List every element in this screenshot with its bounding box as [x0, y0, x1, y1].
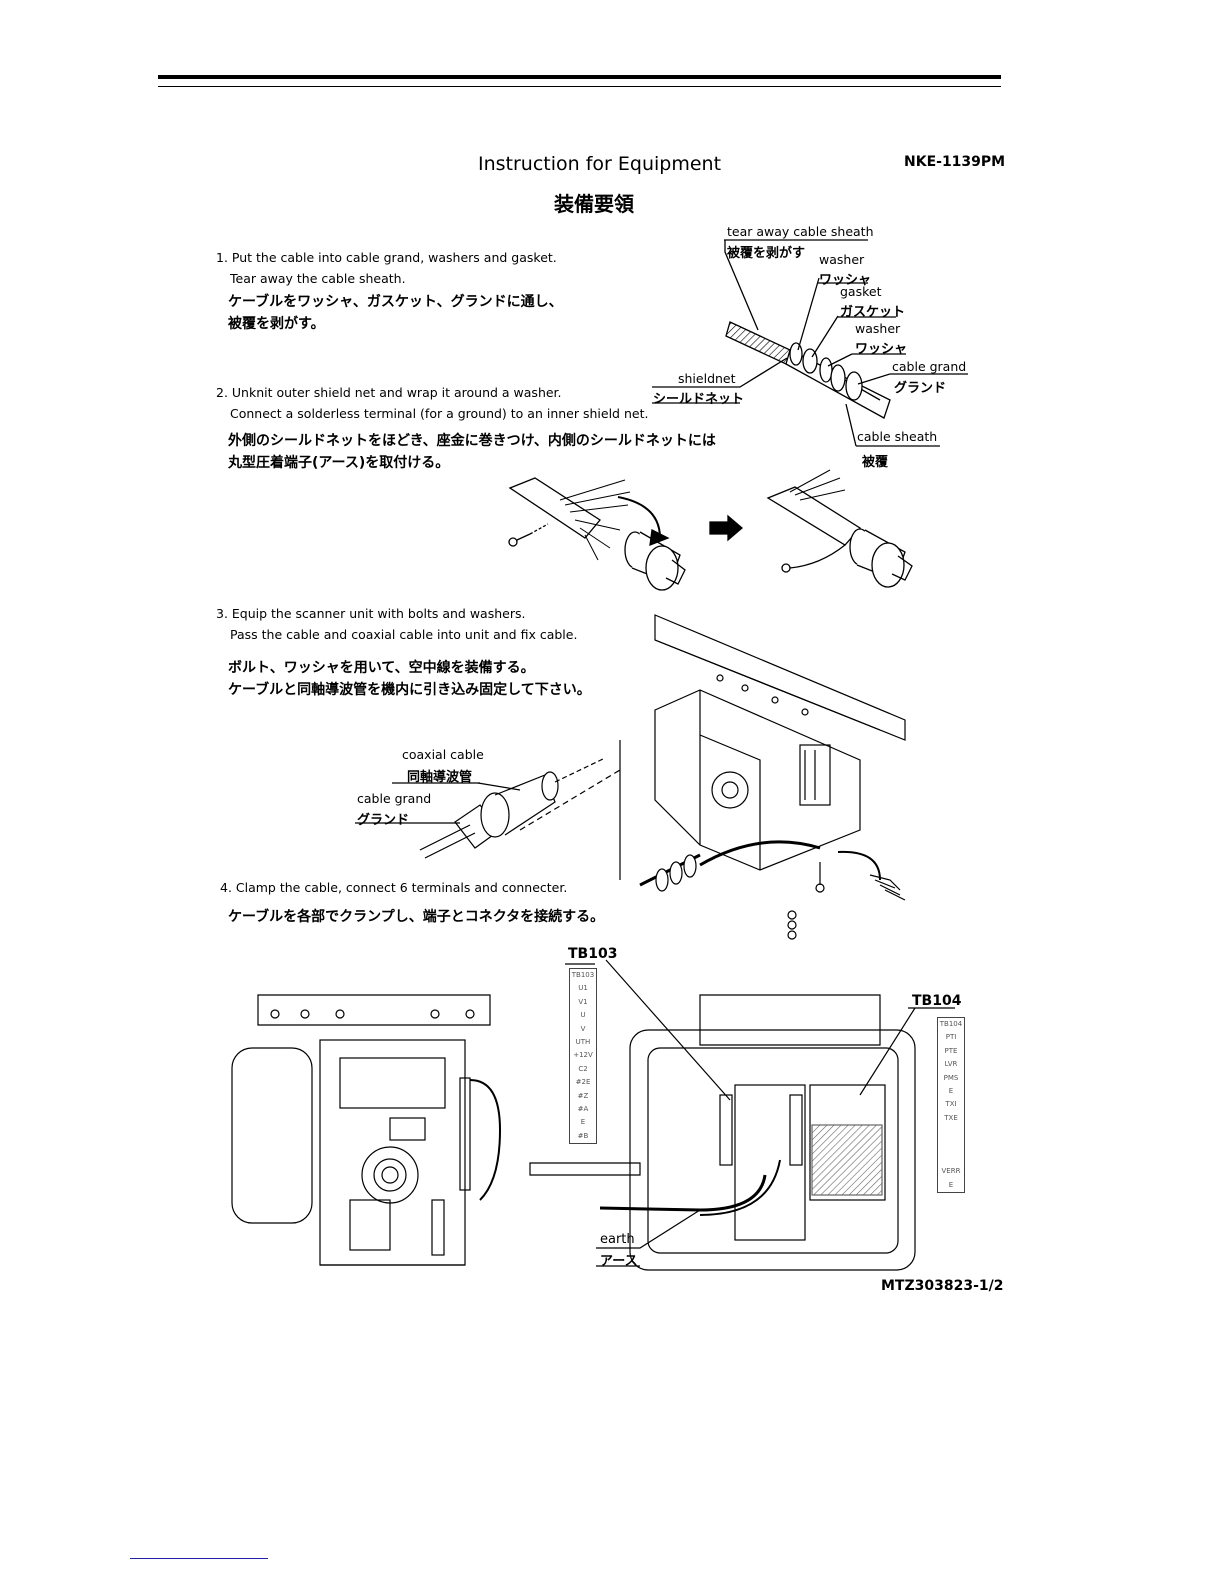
callout-cable-grand-2-jp: グランド: [357, 813, 410, 828]
tb103-row: U: [580, 1011, 586, 1020]
tb104-row: TXE: [944, 1113, 958, 1122]
tb104-row: E: [948, 1086, 954, 1095]
tb103-row: TB103: [571, 971, 595, 979]
callout-washer-1-en: washer: [819, 252, 865, 267]
shield-net-drawing: [508, 469, 913, 591]
drawing-number: MTZ303823-1/2: [881, 1278, 1004, 1294]
tb103-row: #A: [577, 1104, 589, 1113]
scanner-unit-drawing: [519, 614, 906, 940]
tb104-row: TB104: [939, 1020, 963, 1028]
page-title-jp: 装備要領: [554, 192, 634, 216]
tb103-row: +12V: [573, 1051, 593, 1060]
callout-cable-grand-en: cable grand: [892, 359, 967, 374]
step-1-jp-line-2: 被覆を剥がす。: [228, 316, 325, 332]
tb104-row: E: [948, 1180, 954, 1189]
unit-inside-view-drawing: [529, 959, 955, 1271]
tb104-row: PMS: [943, 1073, 959, 1082]
tb104-row: VERR: [941, 1167, 961, 1176]
step-1-jp-line-1: ケーブルをワッシャ、ガスケット、グランドに通し、: [228, 294, 563, 310]
cable-assembly-drawing: [652, 239, 968, 447]
header-rule-thin: [158, 86, 1001, 87]
tb103-label: TB103: [568, 946, 618, 962]
tb103-terminal-list: TB103 U1 V1 U V UTH +12V C2 #2E #Z #A E …: [569, 968, 597, 1145]
callout-cable-sheath-en: cable sheath: [857, 429, 938, 444]
tb103-row: V1: [578, 997, 588, 1006]
step-3-en-line-2: Pass the cable and coaxial cable into un…: [230, 627, 578, 642]
coaxial-cable-drawing: [355, 757, 606, 859]
callout-washer-2-en: washer: [855, 321, 901, 336]
callout-earth-en: earth: [600, 1232, 635, 1247]
callout-cable-grand-jp: グランド: [894, 381, 947, 396]
callout-tear-away-jp: 被覆を剥がす: [727, 246, 806, 261]
tb103-row: #B: [577, 1131, 589, 1140]
step-2-en-line-1: 2. Unknit outer shield net and wrap it a…: [216, 385, 562, 400]
footnote-separator: [130, 1558, 268, 1559]
step-1: 1. Put the cable into cable grand, washe…: [216, 247, 563, 335]
tb103-row: E: [580, 1118, 586, 1127]
callout-gasket-jp: ガスケット: [840, 305, 906, 320]
callout-washer-1-jp: ワッシャ: [819, 273, 872, 288]
tb103-row: U1: [578, 984, 588, 993]
document-number: NKE-1139PM: [904, 154, 1006, 170]
step-4: 4. Clamp the cable, connect 6 terminals …: [220, 877, 604, 928]
tb103-row: #2E: [575, 1078, 591, 1087]
tb103-row: V: [580, 1024, 586, 1033]
header-rule-thick: [158, 75, 1001, 79]
step-4-en-line-1: 4. Clamp the cable, connect 6 terminals …: [220, 880, 568, 895]
callout-shieldnet-en: shieldnet: [678, 371, 736, 386]
callout-washer-2-jp: ワッシャ: [855, 342, 908, 357]
tb104-row: PTE: [944, 1046, 958, 1055]
callout-gasket-en: gasket: [840, 284, 882, 299]
step-3-jp-line-1: ボルト、ワッシャを用いて、空中線を装備する。: [228, 660, 535, 676]
tb103-row: UTH: [575, 1037, 591, 1046]
step-1-en-line-1: 1. Put the cable into cable grand, washe…: [216, 250, 557, 265]
tb104-row: LVR: [944, 1060, 958, 1069]
callout-coaxial-jp: 同軸導波管: [407, 770, 473, 785]
step-2-jp-line-2: 丸型圧着端子(アース)を取付ける。: [228, 455, 450, 471]
step-4-jp-line-1: ケーブルを各部でクランプし、端子とコネクタを接続する。: [228, 909, 605, 925]
tb103-row: #Z: [577, 1091, 589, 1100]
callout-earth-jp: アース: [600, 1254, 638, 1269]
tb104-row: TXI: [945, 1100, 957, 1109]
unit-front-view-drawing: [231, 994, 502, 1266]
step-2-jp-line-1: 外側のシールドネットをほどき、座金に巻きつけ、内側のシールドネットには: [228, 433, 716, 449]
tb104-label: TB104: [912, 993, 962, 1009]
callout-tear-away-en: tear away cable sheath: [727, 224, 874, 239]
callout-cable-grand-2-en: cable grand: [357, 791, 432, 806]
step-3-jp-line-2: ケーブルと同軸導波管を機内に引き込み固定して下さい。: [228, 682, 591, 698]
step-2: 2. Unknit outer shield net and wrap it a…: [216, 382, 716, 474]
tb104-terminal-list: TB104 PTI PTE LVR PMS E TXI TXE VERR E: [937, 1017, 965, 1194]
step-1-en-line-2: Tear away the cable sheath.: [230, 271, 406, 286]
step-3-en-line-1: 3. Equip the scanner unit with bolts and…: [216, 606, 526, 621]
page-title-en: Instruction for Equipment: [478, 153, 722, 175]
tb103-row: C2: [578, 1064, 588, 1073]
step-2-en-line-2: Connect a solderless terminal (for a gro…: [230, 406, 649, 421]
callout-coaxial-en: coaxial cable: [402, 747, 484, 762]
tb104-row: PTI: [945, 1033, 957, 1042]
callout-cable-sheath-jp: 被覆: [862, 455, 889, 470]
step-3: 3. Equip the scanner unit with bolts and…: [216, 603, 591, 701]
